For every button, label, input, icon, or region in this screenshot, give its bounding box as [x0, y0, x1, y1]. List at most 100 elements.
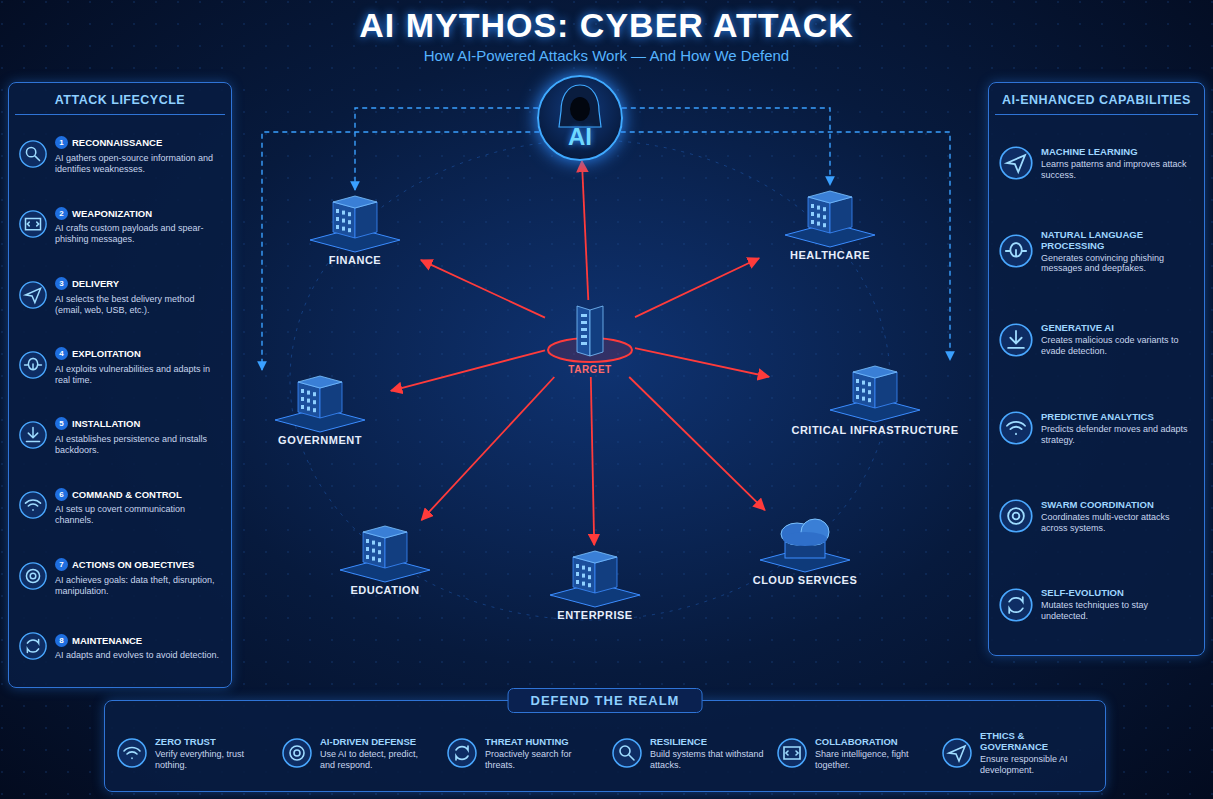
sector-label: ENTERPRISE: [533, 609, 657, 621]
capability-item: NATURAL LANGUAGE PROCESSINGGenerates con…: [995, 207, 1198, 295]
defense-item: THREAT HUNTING Proactively search for thr…: [443, 721, 602, 785]
tower-front: [577, 306, 590, 356]
icon-glyph: [26, 428, 39, 442]
window: [307, 391, 310, 395]
window: [342, 219, 345, 223]
window: [868, 398, 871, 402]
def-icon: [446, 737, 478, 769]
sector-label: CLOUD SERVICES: [733, 574, 877, 586]
icon-glyph: [1009, 597, 1023, 613]
item-description: Proactively search for threats.: [485, 749, 599, 771]
sector-label: CRITICAL INFRASTRUCTURE: [773, 424, 977, 436]
step-heading-row: 1RECONNAISSANCE: [55, 133, 222, 151]
page-title: AI MYTHOS: CYBER ATTACK: [0, 6, 1213, 45]
item-text: NATURAL LANGUAGE PROCESSINGGenerates con…: [1041, 229, 1195, 275]
window: [811, 212, 814, 216]
item-description: Ensure responsible AI development.: [980, 754, 1094, 776]
item-description: Use AI to detect, predict, and respond.: [320, 749, 434, 771]
icon-ring: [448, 739, 476, 767]
step-text: 8MAINTENANCEAI adapts and evolves to avo…: [55, 630, 222, 661]
window: [582, 582, 585, 586]
step-text: 5INSTALLATIONAI establishes persistence …: [55, 414, 222, 456]
step-icon: [18, 350, 48, 380]
step-text: 3DELIVERY AI selects the best delivery me…: [55, 274, 222, 316]
step-icon: [18, 139, 48, 169]
step-heading-row: 4EXPLOITATION: [55, 344, 222, 362]
icon-ring: [20, 282, 46, 308]
icon-ring: [1000, 147, 1032, 179]
item-text: ETHICS & GOVERNANCEEnsure responsible AI…: [980, 730, 1094, 776]
item-text: PREDICTIVE ANALYTICS Predicts defender mo…: [1041, 411, 1195, 446]
window: [582, 574, 585, 578]
step-text: 2WEAPONIZATIONAI crafts custom payloads …: [55, 203, 222, 245]
building-roof: [333, 196, 377, 208]
capability-item: GENERATIVE AICreates malicious code vari…: [995, 296, 1198, 384]
item-heading: PREDICTIVE ANALYTICS: [1041, 411, 1195, 422]
window: [366, 555, 369, 559]
icon-glyph: [1008, 509, 1024, 525]
dashed-connector: [621, 132, 950, 360]
sector-node: EDUCATION: [319, 520, 451, 599]
icon-glyph: [1007, 422, 1025, 434]
window: [372, 557, 375, 561]
window: [372, 549, 375, 553]
step-text: 6COMMAND & CONTROLAI sets up covert comm…: [55, 484, 222, 526]
lifecycle-step: 8MAINTENANCEAI adapts and evolves to avo…: [15, 611, 225, 681]
step-icon: [18, 209, 48, 239]
panel: AI-ENHANCED CAPABILITIESMACHINE LEARNING…: [988, 82, 1205, 656]
window: [581, 314, 587, 317]
step-heading: MAINTENANCE: [72, 635, 142, 646]
window: [307, 399, 310, 403]
subtitle: How AI-Powered Attacks Work — And How We…: [0, 47, 1213, 64]
step-heading-row: 8 MAINTENANCE: [55, 630, 222, 648]
item-text: RESILIENCEBuild systems that withstand a…: [650, 736, 764, 771]
window: [588, 575, 591, 579]
callout-number: 6: [55, 488, 68, 501]
item-heading: THREAT HUNTING: [485, 736, 599, 747]
icon-glyph: [27, 639, 38, 652]
step-text: 4EXPLOITATIONAI exploits vulnerabilities…: [55, 344, 222, 386]
def-icon: [941, 737, 973, 769]
ai-hub: AI: [537, 75, 623, 161]
building-illustration: [335, 522, 435, 584]
hood: [559, 85, 601, 127]
icon-ring: [1000, 324, 1032, 356]
window: [817, 206, 820, 210]
capability-item: MACHINE LEARNINGLearns patterns and impr…: [995, 119, 1198, 207]
step-heading: WEAPONIZATION: [72, 208, 152, 219]
step-description: AI selects the best delivery method (ema…: [55, 294, 222, 316]
sector-node: HEALTHCARE: [759, 185, 901, 264]
item-description: Predicts defender moves and adapts strat…: [1041, 424, 1195, 446]
sector-label: HEALTHCARE: [763, 249, 897, 261]
step-heading-row: 3DELIVERY: [55, 274, 222, 292]
window: [868, 390, 871, 394]
window: [301, 389, 304, 393]
step-heading-row: 5INSTALLATION: [55, 414, 222, 432]
callout-number: 8: [55, 634, 68, 647]
sector-label: FINANCE: [293, 254, 417, 266]
icon-ring: [1000, 589, 1032, 621]
cloud-illustration: [755, 512, 855, 574]
building-roof: [363, 526, 407, 538]
step-heading-row: 7ACTIONS ON OBJECTIVES: [55, 555, 222, 573]
window: [301, 397, 304, 401]
dashed-connector: [262, 132, 539, 370]
cap-icon: [998, 410, 1034, 446]
window: [366, 547, 369, 551]
capability-item: PREDICTIVE ANALYTICS Predicts defender mo…: [995, 384, 1198, 472]
window: [378, 558, 381, 562]
window: [378, 542, 381, 546]
item-heading: SELF-EVOLUTION: [1041, 587, 1195, 598]
window: [581, 342, 587, 345]
window: [313, 392, 316, 396]
item-description: Generates convincing phishing messages a…: [1041, 253, 1195, 275]
item-description: Creates malicious code variants to evade…: [1041, 335, 1195, 357]
callout-number: 5: [55, 417, 68, 430]
defense-item: ETHICS & GOVERNANCEEnsure responsible AI…: [938, 721, 1097, 785]
window: [348, 220, 351, 224]
icon-glyph: [26, 288, 41, 302]
window: [581, 335, 587, 338]
capability-item: SELF-EVOLUTIONMutates techniques to stay…: [995, 561, 1198, 649]
window: [576, 580, 579, 584]
